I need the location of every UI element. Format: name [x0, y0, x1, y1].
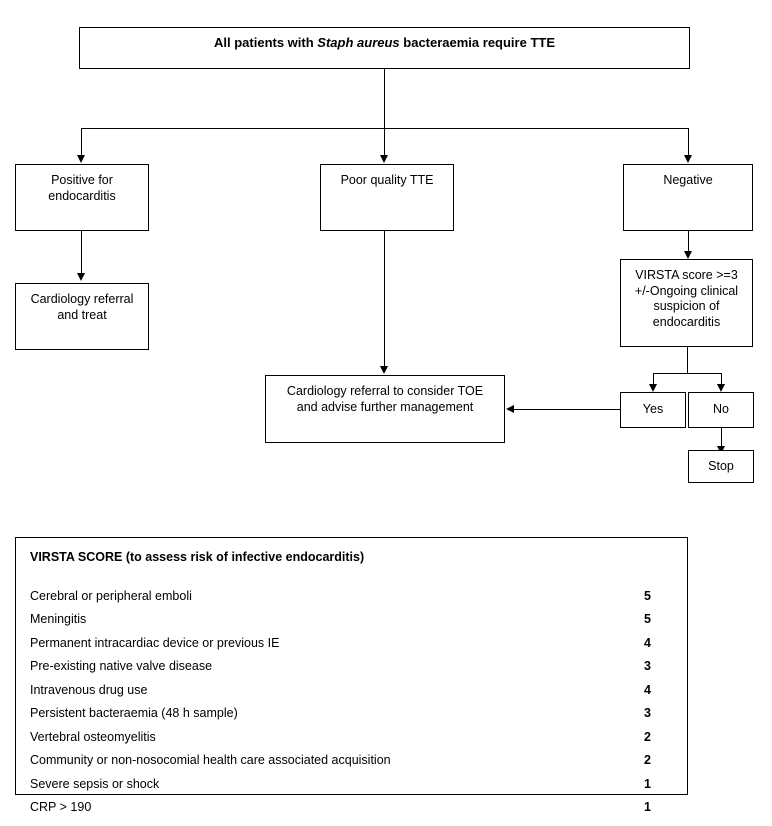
- score-row: Pre-existing native valve disease 3: [30, 655, 673, 679]
- toe-line2: and advise further management: [296, 399, 474, 414]
- connector-title-down: [384, 69, 385, 129]
- score-row: Permanent intracardiac device or previou…: [30, 631, 673, 655]
- score-row-label: Pre-existing native valve disease: [30, 659, 213, 673]
- score-row: Vertebral osteomyelitis 2: [30, 725, 673, 749]
- positive-line2: endocarditis: [48, 188, 116, 203]
- arrow-to-negative: [683, 155, 692, 163]
- connector-no-to-stop: [721, 428, 722, 447]
- node-all-patients: All patients with Staph aureus bacteraem…: [79, 27, 690, 69]
- score-row-value: 2: [644, 753, 651, 767]
- node-all-patients-label: All patients with Staph aureus bacteraem…: [210, 28, 559, 51]
- arrow-to-poor-quality: [379, 155, 388, 163]
- node-stop: Stop: [688, 450, 754, 483]
- connector-split-bar: [81, 128, 689, 129]
- connector-yesno-bar: [653, 373, 722, 374]
- connector-middle-drop: [384, 128, 385, 156]
- toe-line1: Cardiology referral to consider TOE: [286, 384, 484, 398]
- virsta-line4: endocarditis: [652, 314, 721, 329]
- virsta-line3: suspicion of: [653, 299, 720, 314]
- title-suffix: bacteraemia require TTE: [399, 35, 555, 50]
- node-yes-label: Yes: [642, 402, 664, 417]
- connector-no-drop: [721, 373, 722, 385]
- node-yes: Yes: [620, 392, 686, 428]
- score-row: Cerebral or peripheral emboli 5: [30, 584, 673, 608]
- arrow-to-virsta: [683, 251, 692, 259]
- node-no-label: No: [713, 402, 729, 417]
- score-row-label: Cerebral or peripheral emboli: [30, 588, 192, 603]
- score-row-value: 3: [644, 706, 651, 720]
- score-row: CRP > 190 1: [30, 796, 673, 820]
- score-row-label: Community or non-nosocomial health care …: [30, 753, 391, 767]
- score-row-label: CRP > 190: [30, 800, 92, 814]
- connector-negative-to-virsta: [688, 231, 689, 252]
- virsta-score-panel: VIRSTA SCORE (to assess risk of infectiv…: [15, 537, 688, 813]
- arrow-to-cardiology-treat: [76, 273, 85, 281]
- cardiology-treat-line2: and treat: [57, 307, 107, 322]
- arrow-to-positive: [76, 155, 85, 163]
- score-row: Severe sepsis or shock 1: [30, 772, 673, 796]
- virsta-line1: VIRSTA score >=3: [635, 268, 738, 282]
- virsta-line2: +/-Ongoing clinical: [634, 283, 739, 298]
- arrow-to-toe-box: [379, 366, 388, 374]
- score-row-label: Severe sepsis or shock: [30, 776, 160, 791]
- arrow-to-no: [716, 384, 725, 392]
- score-row-value: 5: [644, 588, 651, 603]
- positive-line1: Positive for: [51, 173, 113, 187]
- arrow-to-toe-from-yes: [506, 404, 514, 413]
- node-no: No: [688, 392, 754, 428]
- score-row-label: Persistent bacteraemia (48 h sample): [30, 706, 238, 720]
- node-stop-label: Stop: [708, 458, 734, 473]
- connector-left-drop: [81, 128, 82, 156]
- connector-yes-to-toe: [514, 409, 620, 410]
- virsta-score-title: VIRSTA SCORE (to assess risk of infectiv…: [30, 550, 365, 564]
- score-row-label: Intravenous drug use: [30, 682, 148, 697]
- node-poor-quality-tte-label: Poor quality TTE: [340, 173, 434, 187]
- connector-right-drop: [688, 128, 689, 156]
- score-row-value: 2: [644, 729, 651, 744]
- score-row: Intravenous drug use 4: [30, 678, 673, 702]
- node-negative: Negative: [623, 164, 753, 231]
- node-negative-label: Negative: [663, 173, 713, 187]
- score-row-value: 4: [644, 682, 651, 697]
- score-row-value: 5: [644, 612, 651, 626]
- title-prefix: All patients with: [214, 35, 318, 50]
- connector-positive-to-cardiology: [81, 231, 82, 274]
- connector-yes-drop: [653, 373, 654, 385]
- score-row: Persistent bacteraemia (48 h sample) 3: [30, 702, 673, 726]
- score-row-label: Vertebral osteomyelitis: [30, 729, 156, 744]
- score-row-label: Meningitis: [30, 612, 87, 626]
- node-poor-quality-tte: Poor quality TTE: [320, 164, 454, 231]
- connector-virsta-down: [687, 347, 688, 373]
- cardiology-treat-line1: Cardiology referral: [30, 292, 134, 306]
- score-row-value: 3: [644, 659, 651, 673]
- score-row-value: 4: [644, 635, 651, 650]
- score-row: Community or non-nosocomial health care …: [30, 749, 673, 773]
- connector-poor-quality-to-toe: [384, 231, 385, 367]
- score-row-label: Permanent intracardiac device or previou…: [30, 635, 280, 650]
- score-row-value: 1: [644, 800, 651, 814]
- arrow-to-yes: [648, 384, 657, 392]
- title-italic: Staph aureus: [317, 35, 400, 50]
- score-row-value: 1: [644, 776, 651, 791]
- score-row: Meningitis 5: [30, 608, 673, 632]
